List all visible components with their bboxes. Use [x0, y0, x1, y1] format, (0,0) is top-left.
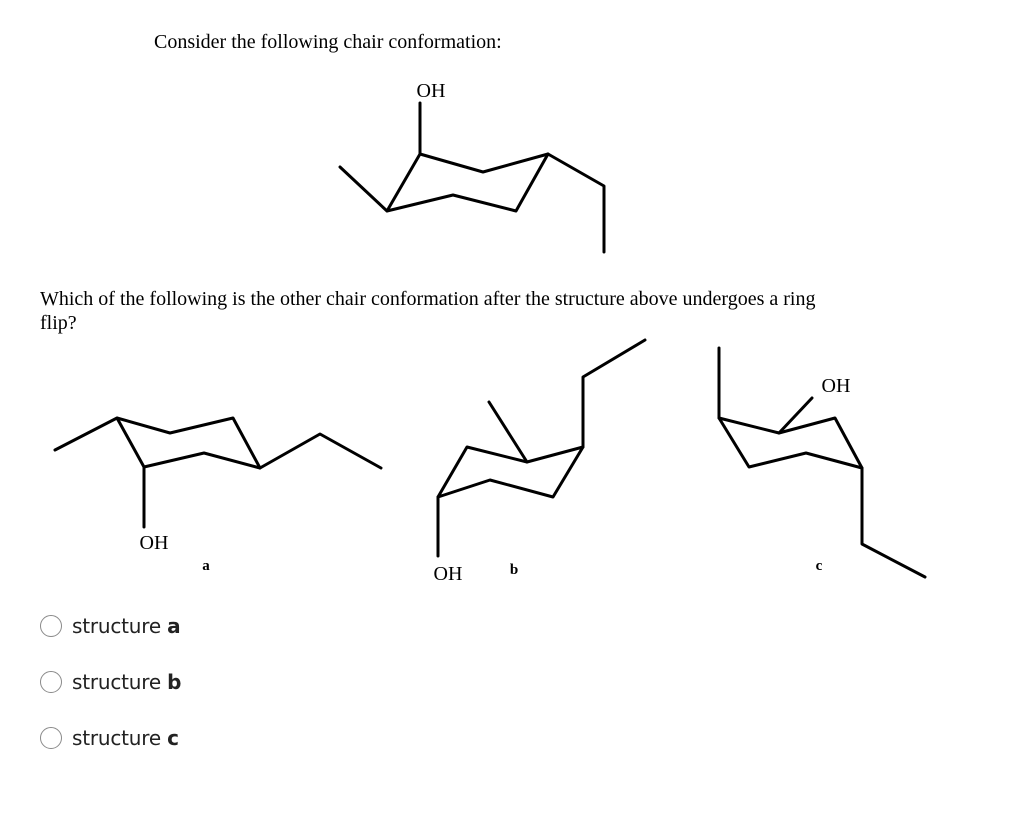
main-chair-structure: OH: [338, 80, 606, 254]
structure-a-ring: [53, 416, 262, 470]
option-label-b[interactable]: structure b: [72, 670, 182, 694]
option-label-a[interactable]: structure a: [72, 614, 181, 638]
structure-b-letter: b: [510, 562, 518, 578]
structure-a-letter: a: [202, 558, 210, 574]
main-ethyl: [546, 152, 606, 254]
structure-a-ethyl: [258, 432, 383, 470]
structure-b-methyl: [487, 400, 529, 464]
structure-c-ring: [717, 416, 864, 470]
structure-c-oh-label: OH: [822, 375, 851, 397]
option-label-c[interactable]: structure c: [72, 726, 179, 750]
structure-c-oh-bond: [777, 396, 814, 435]
structure-b-ring: [436, 445, 585, 499]
structure-b-ethyl: [581, 338, 647, 449]
radio-button-c[interactable]: [40, 727, 62, 749]
structure-a: OH a: [53, 416, 383, 574]
option-structure-c[interactable]: structure c: [40, 725, 179, 751]
option-structure-b[interactable]: structure b: [40, 669, 181, 695]
radio-button-a[interactable]: [40, 615, 62, 637]
structure-c: OH c: [717, 346, 927, 579]
question-intro: Consider the following chair conformatio…: [154, 31, 502, 53]
structure-c-letter: c: [816, 558, 823, 574]
question-prompt: Which of the following is the other chai…: [40, 288, 816, 334]
main-ring: [338, 152, 550, 213]
structure-a-oh-label: OH: [140, 532, 169, 554]
chair-structures-figure: OH OH a OH b OH c: [53, 80, 927, 585]
option-structure-a[interactable]: structure a: [40, 613, 181, 639]
main-oh-label: OH: [417, 80, 446, 102]
structure-b-oh-label: OH: [434, 563, 463, 585]
structure-c-ethyl: [860, 466, 927, 579]
structure-b: OH b: [434, 338, 647, 585]
radio-button-b[interactable]: [40, 671, 62, 693]
